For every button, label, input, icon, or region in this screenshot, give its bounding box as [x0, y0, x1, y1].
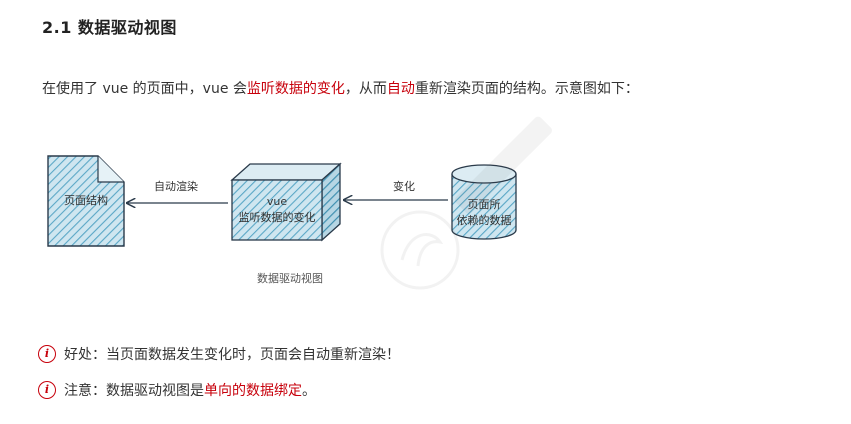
note-caution-text: 注意：数据驱动视图是	[64, 383, 204, 399]
intro-highlight-listen: 监听数据的变化	[246, 81, 345, 97]
intro-text-2: ，从而	[344, 81, 387, 97]
data-label-line2: 依赖的数据	[457, 213, 512, 227]
data-cylinder: 页面所 依赖的数据	[451, 164, 517, 240]
intro-text-3: 重新渲染页面的结构。示意图如下：	[414, 81, 639, 97]
page-structure-label: 页面结构	[64, 193, 108, 207]
note-caution-highlight: 单向的数据绑定	[204, 383, 302, 399]
vue-sublabel: 监听数据的变化	[239, 210, 316, 224]
intro-text-1: 在使用了 vue 的页面中，vue 会	[42, 81, 247, 97]
intro-highlight-auto: 自动	[386, 81, 415, 97]
section-heading: 2.1 数据驱动视图	[42, 18, 177, 37]
auto-render-arrow: 自动渲染	[127, 179, 228, 203]
vue-label: vue	[267, 195, 287, 208]
info-icon: i	[38, 345, 56, 363]
note-caution: i 注意：数据驱动视图是单向的数据绑定。	[38, 380, 316, 400]
data-label-line1: 页面所	[468, 198, 501, 211]
intro-paragraph: 在使用了 vue 的页面中，vue 会监听数据的变化，从而自动重新渲染页面的结构…	[42, 78, 639, 100]
note-benefit: i 好处：当页面数据发生变化时，页面会自动重新渲染！	[38, 344, 400, 364]
vue-box: vue 监听数据的变化	[230, 162, 342, 242]
change-label: 变化	[393, 179, 415, 193]
change-arrow: 变化	[344, 179, 448, 200]
auto-render-label: 自动渲染	[154, 179, 198, 193]
note-benefit-text: 好处：当页面数据发生变化时，页面会自动重新渲染！	[64, 347, 400, 363]
info-icon: i	[38, 381, 56, 399]
diagram-caption: 数据驱动视图	[257, 271, 323, 285]
note-caution-end: 。	[302, 383, 316, 399]
page-structure-document: 页面结构	[47, 155, 125, 247]
data-driven-view-diagram: 页面结构 自动渲染 vue 监听数据的变化 变化 页面所 依赖的数据 数据驱动视…	[47, 155, 517, 285]
